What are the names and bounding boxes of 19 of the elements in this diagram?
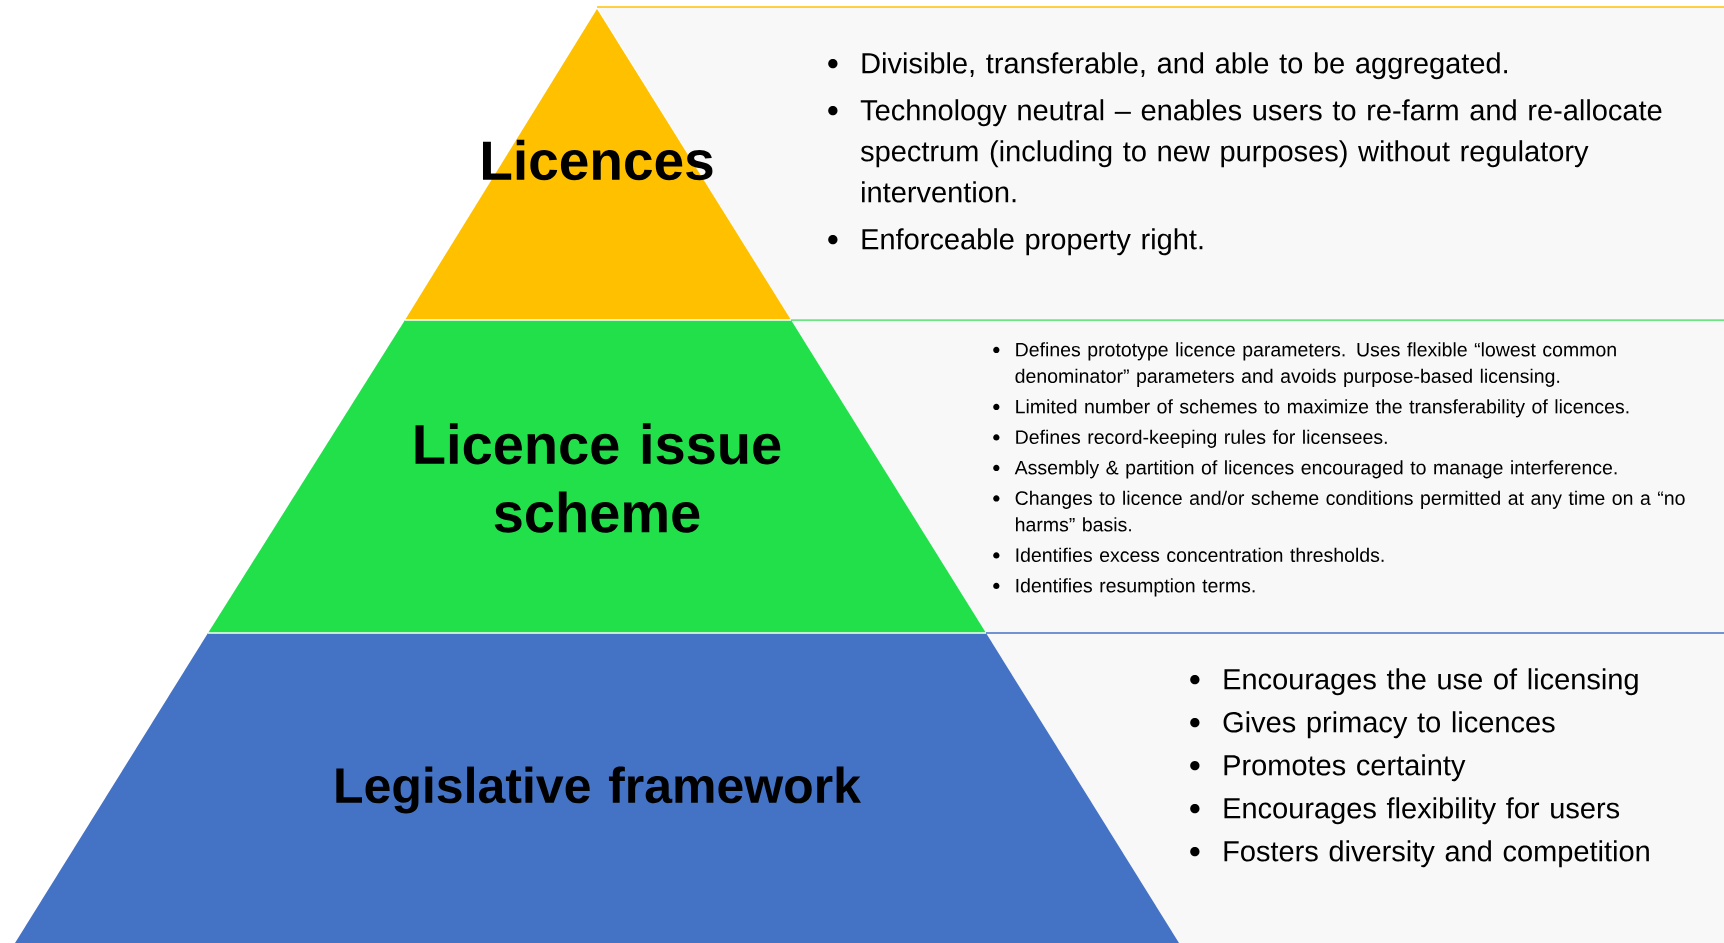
bullet-text: Defines prototype licence parameters. Uses flexible “lowest common denominator” parameters and avoids purpose-based licensing. [1015, 342, 1616, 387]
bullet-text: Identifies resumption terms. [1016, 578, 1255, 597]
bullet-text: Changes to licence and/or scheme conditions permitted at any time on a “no harms” basis. [1015, 490, 1685, 532]
text-panel [790, 319, 1724, 633]
pyramid-tier: Legislative framework [15, 633, 1179, 943]
bullet-text: Defines record-keeping rules for licensees. [1016, 429, 1387, 448]
bullet-text: Enforceable property right. [862, 228, 1203, 256]
bullet-text: Technology neutral – enables users to re-farm and re-allocate spectrum (including to new purposes) without regulatory intervention. [860, 99, 1662, 203]
text-panel [985, 632, 1724, 943]
bullet-text: Fosters diversity and competition [1224, 840, 1649, 868]
bullet-text: Gives primacy to licences [1223, 711, 1555, 739]
pyramid-tier: Licence issue scheme [208, 320, 986, 633]
bullet-text: Encourages flexibility for users [1224, 797, 1620, 825]
bullet-text: Identifies excess concentration thresholds. [1016, 547, 1384, 562]
bullet-text: Limited number of schemes to maximize the transferability of licences. [1016, 399, 1629, 418]
bullet-text: Promotes certainty [1224, 754, 1466, 782]
bullet-text: Encourages the use of licensing [1224, 668, 1638, 696]
bullet-text: Divisible, transferable, and able to be aggregated. [862, 52, 1507, 80]
bullet-text: Assembly & partition of licences encouraged to manage interference. [1014, 460, 1617, 479]
